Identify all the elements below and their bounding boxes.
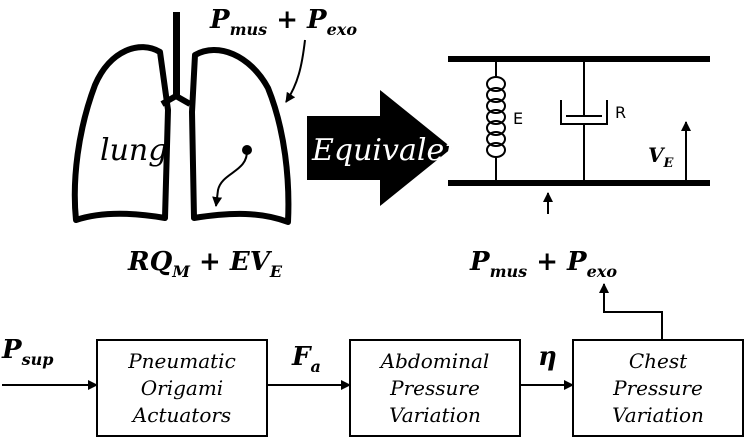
block-abdominal-pressure: Abdominal Pressure Variation: [349, 339, 521, 437]
left-lung: [71, 44, 171, 223]
right-pressure-label: Pmus + Pexo: [469, 247, 617, 281]
block-1-line-2: Origami: [141, 376, 223, 400]
spring-element: [486, 62, 506, 180]
volume-arrow: [666, 121, 708, 184]
block-3-line-1: Chest: [629, 349, 688, 373]
lung-flow-arrow: [212, 145, 252, 207]
lung-label: lung: [100, 133, 167, 168]
force-label: Fa: [291, 342, 321, 376]
bottom-plate: [448, 180, 710, 186]
top-pressure-arrow: [285, 39, 306, 103]
block-chest-pressure: Chest Pressure Variation: [572, 339, 744, 437]
trachea: [173, 12, 180, 98]
lungs-illustration: [71, 12, 292, 225]
equivalent-label: Equivalent: [311, 133, 477, 168]
damper-label: R: [615, 103, 626, 122]
block-3-line-3: Variation: [612, 403, 704, 427]
block-2-line-3: Variation: [389, 403, 481, 427]
spring-label: E: [513, 109, 523, 128]
block-1-line-1: Pneumatic: [127, 349, 236, 373]
mechanical-model: E R VE: [448, 56, 710, 214]
block-2-line-2: Pressure: [389, 376, 480, 400]
lung-equation: RQM + EVE: [127, 247, 283, 281]
block-3-line-2: Pressure: [612, 376, 703, 400]
right-lung: [189, 47, 292, 225]
feedback-arrow: [599, 283, 663, 340]
eta-label: η: [538, 342, 557, 372]
block-2-line-1: Abdominal: [379, 349, 490, 373]
equivalent-arrow: Equivalent: [307, 90, 477, 206]
top-pressure-label: Pmus + Pexo: [209, 5, 357, 39]
block-1-line-3: Actuators: [131, 403, 231, 427]
input-label: Psup: [1, 335, 53, 369]
volume-label: VE: [648, 143, 675, 171]
block-pneumatic-actuators: Pneumatic Origami Actuators: [96, 339, 268, 437]
damper-element: [560, 62, 608, 180]
top-plate: [448, 56, 710, 62]
